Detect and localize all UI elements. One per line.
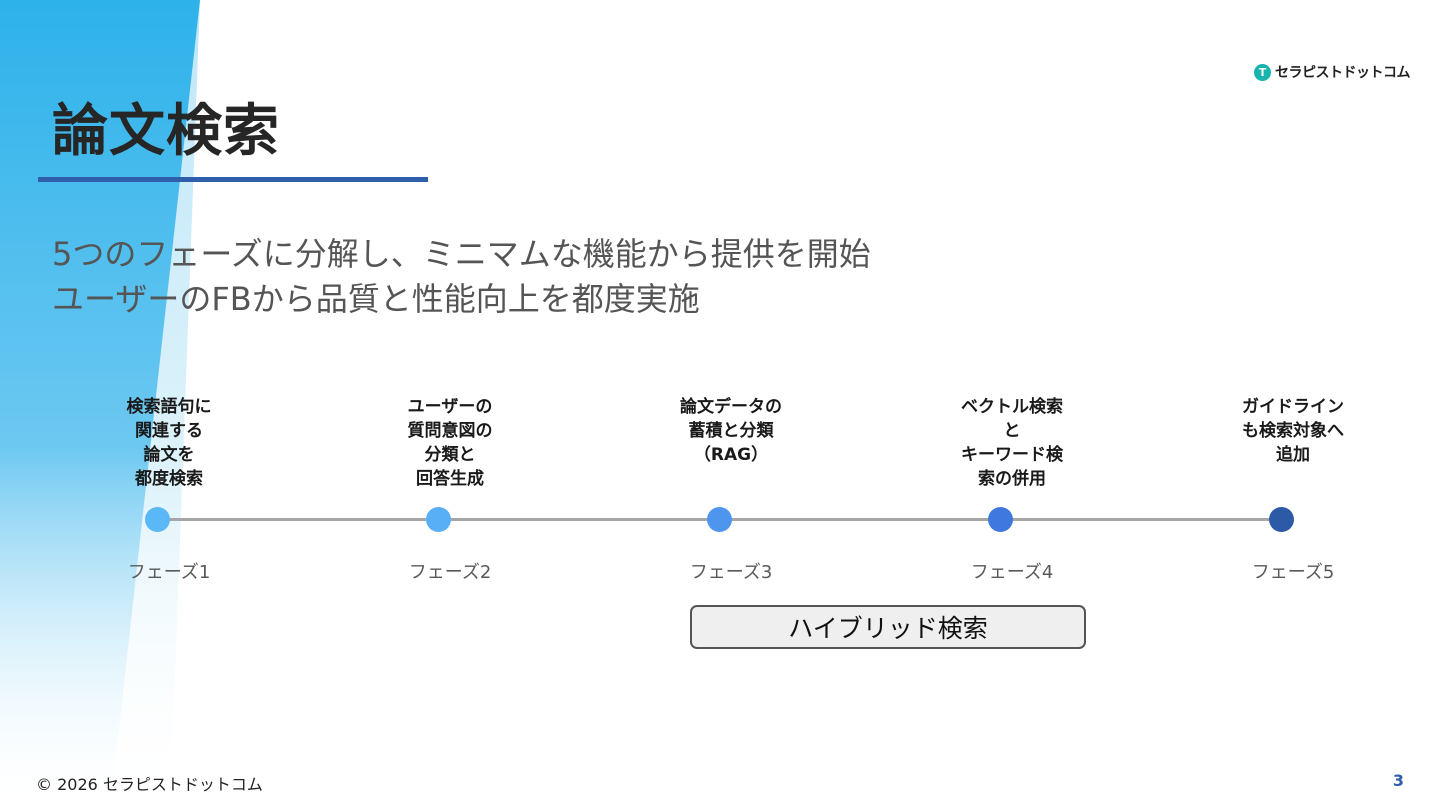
phase-description-line: 回答生成 xyxy=(416,469,484,489)
phase-label: フェーズ2 xyxy=(408,562,492,583)
subtitle-line-1: 5つのフェーズに分解し、ミニマムな機能から提供を開始 xyxy=(52,235,871,273)
phase-marker-dot xyxy=(145,507,170,532)
phase-description-line: と xyxy=(1003,421,1021,441)
phase-label: フェーズ5 xyxy=(1251,562,1335,583)
phase-description-line: キーワード検 xyxy=(961,445,1063,465)
hybrid-search-box: ハイブリッド検索 xyxy=(690,605,1086,649)
phase-description: ベクトル検索とキーワード検索の併用 xyxy=(927,395,1097,491)
phase-description-line: 追加 xyxy=(1276,445,1310,465)
phase-description-line: も検索対象へ xyxy=(1242,421,1344,441)
company-logo: T セラピストドットコム xyxy=(1254,62,1411,82)
footer-copyright: © 2026 セラピストドットコム xyxy=(36,775,263,794)
phase-description: ユーザーの質問意図の分類と回答生成 xyxy=(365,395,535,491)
phase-label: フェーズ1 xyxy=(127,562,211,583)
phase-label: フェーズ4 xyxy=(970,562,1054,583)
hybrid-search-label: ハイブリッド検索 xyxy=(788,614,988,643)
phase-description: ガイドラインも検索対象へ追加 xyxy=(1208,395,1378,467)
phase-description: 検索語句に関連する論文を都度検索 xyxy=(84,395,254,491)
phase-description-line: 質問意図の xyxy=(407,421,493,441)
phase-marker-dot xyxy=(707,507,732,532)
phase-description-line: （RAG） xyxy=(693,445,769,465)
phase-description-line: ユーザーの xyxy=(407,397,493,417)
phase-description-line: ベクトル検索 xyxy=(961,397,1063,417)
phase-description-line: 論文を xyxy=(143,445,195,465)
phase-description: 論文データの蓄積と分類 （RAG） xyxy=(646,395,816,467)
phase-description-line: 関連する xyxy=(135,421,203,441)
logo-text: セラピストドットコム xyxy=(1275,65,1411,81)
subtitle-line-2: ユーザーのFBから品質と性能向上を都度実施 xyxy=(52,280,700,318)
phase-marker-dot xyxy=(988,507,1013,532)
page-number: 3 xyxy=(1392,771,1404,790)
phase-description-line: 蓄積と分類 xyxy=(688,421,774,441)
phase-description-line: 検索語句に xyxy=(126,397,212,417)
phase-label: フェーズ3 xyxy=(689,562,773,583)
phase-description-line: 分類と xyxy=(424,445,476,465)
phase-description-line: 索の併用 xyxy=(978,469,1046,489)
logo-mark-icon: T xyxy=(1254,63,1271,81)
decorative-blue-band xyxy=(0,0,200,810)
phase-description-line: 都度検索 xyxy=(135,469,203,489)
slide-subtitle: 5つのフェーズに分解し、ミニマムな機能から提供を開始 ユーザーのFBから品質と性… xyxy=(52,232,871,322)
phase-description-line: ガイドライン xyxy=(1242,397,1344,417)
slide-title: 論文検索 xyxy=(52,99,280,164)
phase-description-line: 論文データの xyxy=(680,397,782,417)
title-underline xyxy=(38,177,428,182)
phase-marker-dot xyxy=(1269,507,1294,532)
phase-marker-dot xyxy=(426,507,451,532)
